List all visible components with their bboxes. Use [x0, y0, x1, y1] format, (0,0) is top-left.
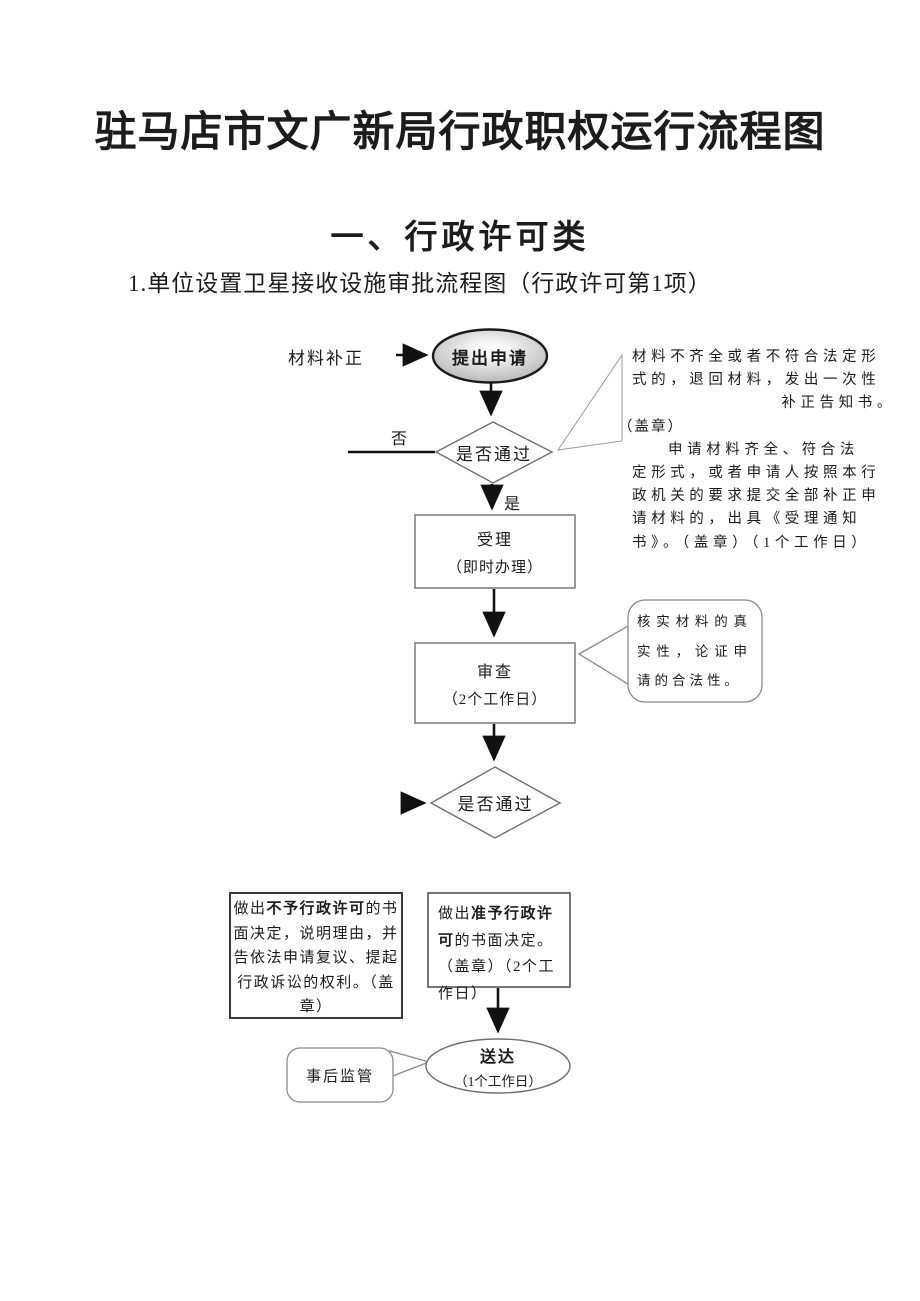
review-box-line2: （2个工作日）	[442, 691, 548, 708]
side-note-line: 政机关的要求提交全部补正申	[632, 488, 881, 505]
post-supervision-label: 事后监管	[305, 1068, 374, 1085]
deny-box-text: 的书面决定，说明理由，并告依法申请复议、提起行政诉讼的权利。（盖章）	[233, 901, 399, 1015]
accept-box: 受理 （即时办理）	[415, 517, 575, 586]
approve-box-shape	[427, 892, 571, 988]
approve-box-text: 做出	[438, 906, 472, 922]
accept-box-shape	[414, 514, 576, 589]
deliver-node: 送达 （1个工作日）	[427, 1040, 569, 1092]
approve-box: 做出准予行政许可的书面决定。（盖章）（2个工作日）	[438, 901, 562, 1007]
decision-1: 是否通过	[436, 422, 552, 483]
start-node-label: 提出申请	[452, 348, 528, 368]
side-note-line: 式的，退回材料，发出一次性	[632, 372, 881, 389]
deliver-node-line1: 送达	[479, 1048, 516, 1066]
post-supervision-callout: 事后监管	[287, 1048, 393, 1102]
side-note-line: 补正告知书。	[781, 395, 896, 412]
deny-box-bold-text: 不予行政许可	[266, 901, 366, 917]
side-note-line: 请材料的，出具《受理通知	[632, 511, 862, 528]
review-box-line1: 审查	[476, 663, 513, 681]
side-note: 材料不齐全或者不符合法定形 式的，退回材料，发出一次性 补正告知书。 （盖章） …	[618, 346, 910, 555]
deny-box-text: 做出	[233, 901, 267, 917]
accept-box-line2: （即时办理）	[446, 560, 543, 576]
decision2-label: 是否通过	[457, 795, 534, 814]
deny-box: 做出不予行政许可的书面决定，说明理由，并告依法申请复议、提起行政诉讼的权利。（盖…	[232, 897, 400, 1015]
post-callout-bubble	[286, 1047, 394, 1103]
deliver-node-line2: （1个工作日）	[454, 1073, 542, 1089]
side-note-line: 书》。（盖章）（1个工作日）	[632, 534, 871, 551]
post-callout-tail	[389, 1050, 432, 1078]
side-note-line: 材料不齐全或者不符合法定形	[632, 349, 881, 365]
accept-box-line1: 受理	[476, 532, 513, 549]
start-oval-shape	[431, 328, 549, 384]
verify-callout-bubble	[627, 599, 763, 703]
approve-box-text: 的书面决定。（盖章）（2个工作日）	[438, 932, 556, 1002]
material-correction-label: 材料补正	[288, 349, 364, 368]
deny-box-shape	[229, 892, 403, 1019]
decision1-diamond	[434, 421, 554, 484]
side-note-line: 申请材料齐全、符合法	[668, 441, 859, 458]
side-note-line: （盖章）	[618, 418, 684, 435]
decision-2: 是否通过	[431, 767, 560, 838]
side-note-line: 定形式，或者申请人按照本行	[632, 465, 881, 482]
decision1-label: 是否通过	[456, 445, 532, 464]
review-box-shape	[414, 642, 576, 724]
decision2-diamond	[429, 766, 562, 839]
subsection-heading: 1.单位设置卫星接收设施审批流程图（行政许可第1项）	[128, 271, 712, 296]
start-node: 提出申请	[433, 331, 547, 381]
section-heading: 一、行政许可类	[330, 220, 590, 256]
yes-label: 是	[504, 496, 521, 513]
no-label: 否	[391, 431, 408, 448]
note-pointer-wedge	[556, 353, 623, 451]
verify-callout: 核实材料的真实性，论证申请的合法性。	[637, 614, 751, 688]
approve-box-bold-text: 准予行政许可	[438, 906, 554, 949]
review-box: 审查 （2个工作日）	[415, 645, 575, 721]
page-title: 驻马店市文广新局行政职权运行流程图	[94, 108, 826, 155]
deliver-oval-shape	[425, 1038, 571, 1094]
